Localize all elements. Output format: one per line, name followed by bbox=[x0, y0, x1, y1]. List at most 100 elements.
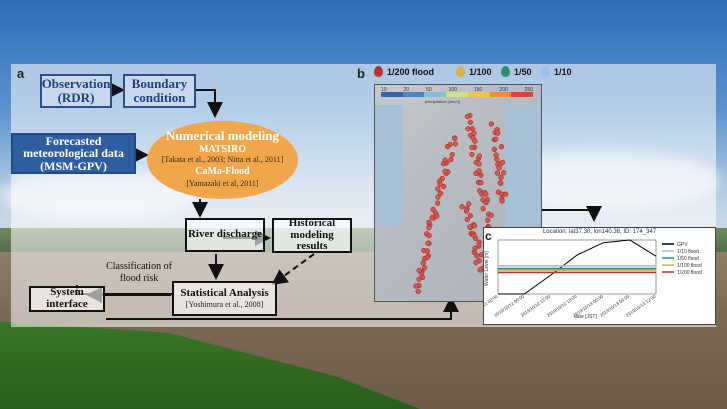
flood-point[interactable] bbox=[434, 200, 441, 206]
flood-point[interactable] bbox=[485, 217, 491, 223]
flood-point[interactable] bbox=[426, 219, 432, 225]
flood-point[interactable] bbox=[464, 113, 471, 120]
flood-point[interactable] bbox=[491, 146, 498, 152]
flood-point[interactable] bbox=[476, 161, 482, 167]
flood-point[interactable] bbox=[478, 179, 484, 186]
colorbar-tick: 20 bbox=[403, 87, 410, 93]
flood-point[interactable] bbox=[469, 144, 475, 151]
pin-icon bbox=[374, 66, 383, 77]
flood-point[interactable] bbox=[471, 130, 477, 136]
flood-point[interactable] bbox=[442, 168, 448, 175]
matsiro-reference: [Takata et al., 2003; Nitta et al., 2011… bbox=[161, 155, 284, 164]
flood-point[interactable] bbox=[452, 135, 458, 142]
flood-point[interactable] bbox=[452, 141, 459, 147]
flood-point[interactable] bbox=[415, 288, 421, 295]
flood-point[interactable] bbox=[449, 151, 455, 158]
flood-point[interactable] bbox=[483, 191, 489, 197]
colorbar-unit: precipitation [mm/h] bbox=[425, 99, 460, 104]
flood-point[interactable] bbox=[416, 267, 422, 274]
flood-point[interactable] bbox=[472, 138, 478, 144]
colorbar-segment bbox=[446, 92, 468, 97]
flood-point[interactable] bbox=[469, 151, 475, 158]
classification-label: Classification of flood risk bbox=[106, 261, 172, 284]
flood-point[interactable] bbox=[448, 156, 454, 163]
flood-point[interactable] bbox=[495, 130, 501, 136]
flood-point[interactable] bbox=[467, 224, 473, 230]
flood-point[interactable] bbox=[435, 194, 441, 200]
flood-point[interactable] bbox=[488, 212, 494, 218]
flood-point[interactable] bbox=[467, 213, 474, 219]
flood-point[interactable] bbox=[498, 174, 504, 181]
flood-point[interactable] bbox=[426, 232, 432, 239]
flood-point[interactable] bbox=[494, 170, 501, 176]
flood-point[interactable] bbox=[416, 276, 422, 282]
flood-point[interactable] bbox=[424, 248, 430, 254]
flood-point[interactable] bbox=[473, 259, 479, 266]
colorbar-segment bbox=[424, 92, 447, 97]
flood-point[interactable] bbox=[424, 254, 430, 261]
flood-point[interactable] bbox=[498, 144, 505, 150]
flood-point[interactable] bbox=[425, 240, 431, 246]
colorbar-segment bbox=[511, 92, 534, 97]
flood-point[interactable] bbox=[467, 119, 474, 125]
flood-point[interactable] bbox=[440, 160, 447, 167]
colorbar-tick: 150 bbox=[473, 87, 483, 93]
flood-point[interactable] bbox=[463, 208, 470, 214]
pin-icon bbox=[541, 66, 550, 77]
flood-point[interactable] bbox=[429, 214, 435, 221]
legend-label: GPV bbox=[677, 242, 688, 248]
flood-point[interactable] bbox=[493, 136, 499, 142]
flood-point[interactable] bbox=[464, 216, 470, 223]
cama-flood-reference: [Yamazaki et al, 2011] bbox=[186, 179, 259, 188]
flood-point[interactable] bbox=[480, 206, 486, 212]
flood-point[interactable] bbox=[494, 156, 500, 162]
flood-point[interactable] bbox=[471, 232, 477, 239]
flood-point[interactable] bbox=[496, 165, 502, 171]
historical-results-box: Historical modeling results bbox=[272, 217, 352, 253]
colorbar-segment bbox=[381, 92, 403, 97]
statistical-analysis-box: Statistical Analysis [Yoshimura et al., … bbox=[172, 281, 277, 316]
colorbar-tick: 100 bbox=[448, 87, 457, 93]
flood-point[interactable] bbox=[478, 172, 484, 178]
panel-label-c: c bbox=[485, 229, 492, 243]
flood-point[interactable] bbox=[434, 213, 440, 219]
flood-point[interactable] bbox=[499, 198, 505, 204]
flood-point[interactable] bbox=[435, 186, 441, 192]
flood-point[interactable] bbox=[420, 260, 426, 266]
observation-box: Observation (RDR) bbox=[40, 74, 112, 108]
flood-point[interactable] bbox=[444, 143, 451, 150]
flood-point[interactable] bbox=[459, 204, 465, 210]
flood-point[interactable] bbox=[465, 126, 471, 132]
flood-point[interactable] bbox=[477, 267, 483, 273]
flood-point[interactable] bbox=[426, 225, 432, 231]
numerical-modeling-oval: Numerical modeling MATSIRO [Takata et al… bbox=[147, 121, 298, 199]
colorbar-tick: 250 bbox=[524, 87, 533, 93]
flood-point[interactable] bbox=[476, 153, 483, 159]
legend-label: 1/50 flood bbox=[677, 256, 699, 262]
flood-point[interactable] bbox=[413, 283, 419, 289]
flood-point[interactable] bbox=[437, 190, 444, 196]
pin-icon bbox=[501, 66, 510, 77]
colorbar-segment bbox=[489, 92, 512, 97]
water-level-chart: Location: lat37.30, lon140.38, ID: 174_3… bbox=[483, 227, 716, 325]
flood-point[interactable] bbox=[499, 159, 506, 166]
flood-point[interactable] bbox=[469, 126, 476, 132]
flood-point[interactable] bbox=[466, 201, 472, 207]
flood-point[interactable] bbox=[441, 183, 447, 190]
legend-label: 1/100 bbox=[469, 66, 492, 77]
legend-item: 1/50 bbox=[501, 66, 532, 77]
flood-point[interactable] bbox=[471, 223, 478, 229]
flood-point[interactable] bbox=[483, 199, 489, 206]
flood-point[interactable] bbox=[474, 253, 480, 259]
pin-icon bbox=[456, 66, 465, 77]
flood-point[interactable] bbox=[501, 170, 507, 176]
chart-title: Location: lat37.30, lon140.38, ID: 174_3… bbox=[542, 229, 657, 235]
flood-point[interactable] bbox=[488, 121, 495, 127]
legend-label: 1/200 flood bbox=[387, 66, 435, 77]
flood-point[interactable] bbox=[502, 191, 509, 197]
flood-point[interactable] bbox=[421, 265, 428, 271]
boundary-condition-box: Boundary condition bbox=[123, 74, 196, 108]
colorbar-segment bbox=[402, 92, 425, 97]
colorbar-ticks: 10 20 50 100 150 200 250 bbox=[381, 87, 533, 93]
flood-point[interactable] bbox=[497, 180, 503, 186]
